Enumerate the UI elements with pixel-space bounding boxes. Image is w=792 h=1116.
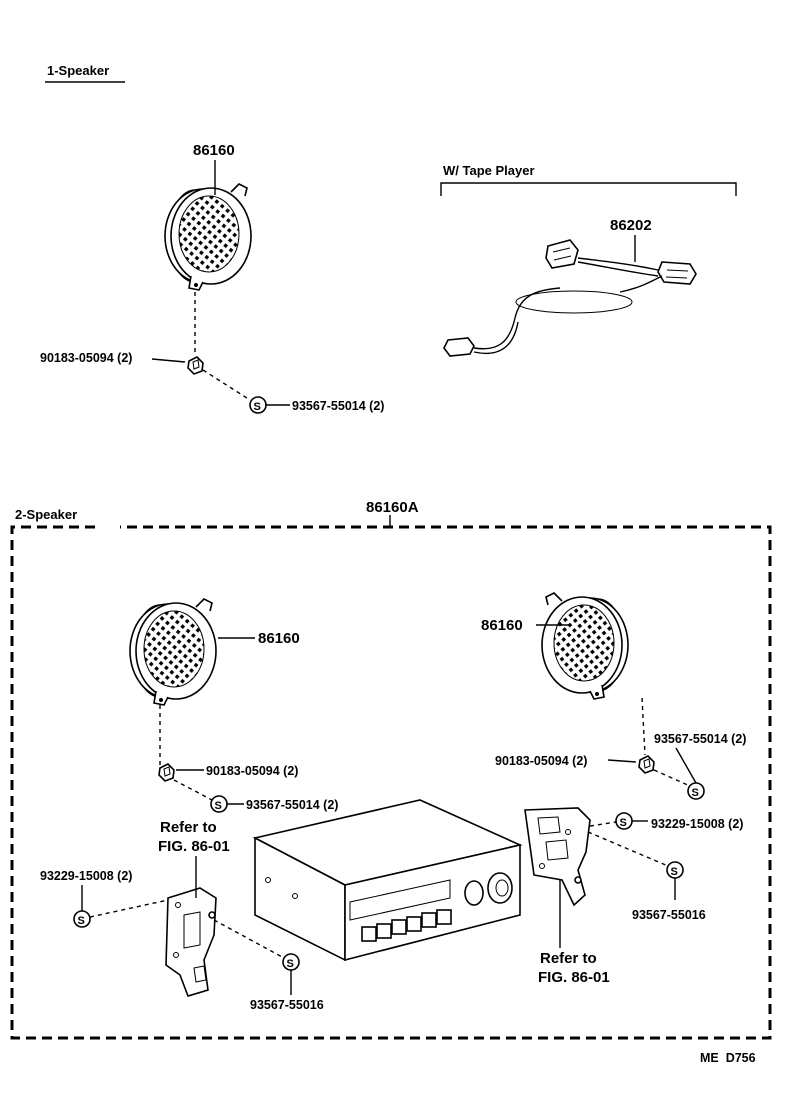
- tape-player-bracket: [440, 182, 737, 196]
- bracket-lower-screw-left-letter: S: [287, 958, 294, 970]
- tape-player-title: W/ Tape Player: [443, 163, 535, 178]
- wire-harness-number: 86202: [610, 217, 652, 234]
- ref-right-line1: Refer to: [540, 950, 597, 967]
- ref-right-line2: FIG. 86-01: [538, 969, 610, 986]
- bolt-top-label: 90183-05094 (2): [40, 351, 132, 365]
- screw-left-label: 93567-55014 (2): [246, 798, 338, 812]
- bracket-left: [165, 887, 217, 997]
- bracket-lower-screw-right-label: 93567-55016: [632, 908, 706, 922]
- radio-unit: [252, 799, 523, 962]
- screw-left-letter: S: [215, 800, 222, 812]
- one-speaker-title: 1-Speaker: [47, 63, 109, 78]
- screw-top-letter: S: [254, 401, 261, 413]
- bracket-screw-left-letter: S: [78, 915, 85, 927]
- speaker-top: [164, 183, 252, 291]
- bracket-screw-left-label: 93229-15008 (2): [40, 869, 132, 883]
- two-speaker-box: [10, 525, 772, 1040]
- bolt-top: [187, 356, 204, 375]
- bracket-lower-screw-left-label: 93567-55016: [250, 998, 324, 1012]
- bracket-lower-screw-right-letter: S: [671, 866, 678, 878]
- bolt-left-label: 90183-05094 (2): [206, 764, 298, 778]
- bracket-screw-right-label: 93229-15008 (2): [651, 817, 743, 831]
- speaker-right-number: 86160: [481, 617, 523, 634]
- speaker-top-number: 86160: [193, 142, 235, 159]
- screw-right-letter: S: [692, 787, 699, 799]
- speaker-left: [129, 598, 217, 706]
- screw-right-label: 93567-55014 (2): [654, 732, 746, 746]
- assembly-number: 86160A: [366, 499, 419, 516]
- speaker-right: [541, 592, 629, 700]
- bolt-left: [158, 763, 175, 782]
- screw-top-label: 93567-55014 (2): [292, 399, 384, 413]
- bolt-right-label: 90183-05094 (2): [495, 754, 587, 768]
- wire-harness: [443, 239, 697, 357]
- bracket-screw-right-letter: S: [620, 817, 627, 829]
- diagram-code: ME D756: [700, 1051, 756, 1065]
- bolt-right: [638, 755, 655, 774]
- speaker-left-number: 86160: [258, 630, 300, 647]
- ref-left-line1: Refer to: [160, 819, 217, 836]
- bracket-right: [524, 807, 591, 907]
- two-speaker-title: 2-Speaker: [15, 507, 77, 522]
- ref-left-line2: FIG. 86-01: [158, 838, 230, 855]
